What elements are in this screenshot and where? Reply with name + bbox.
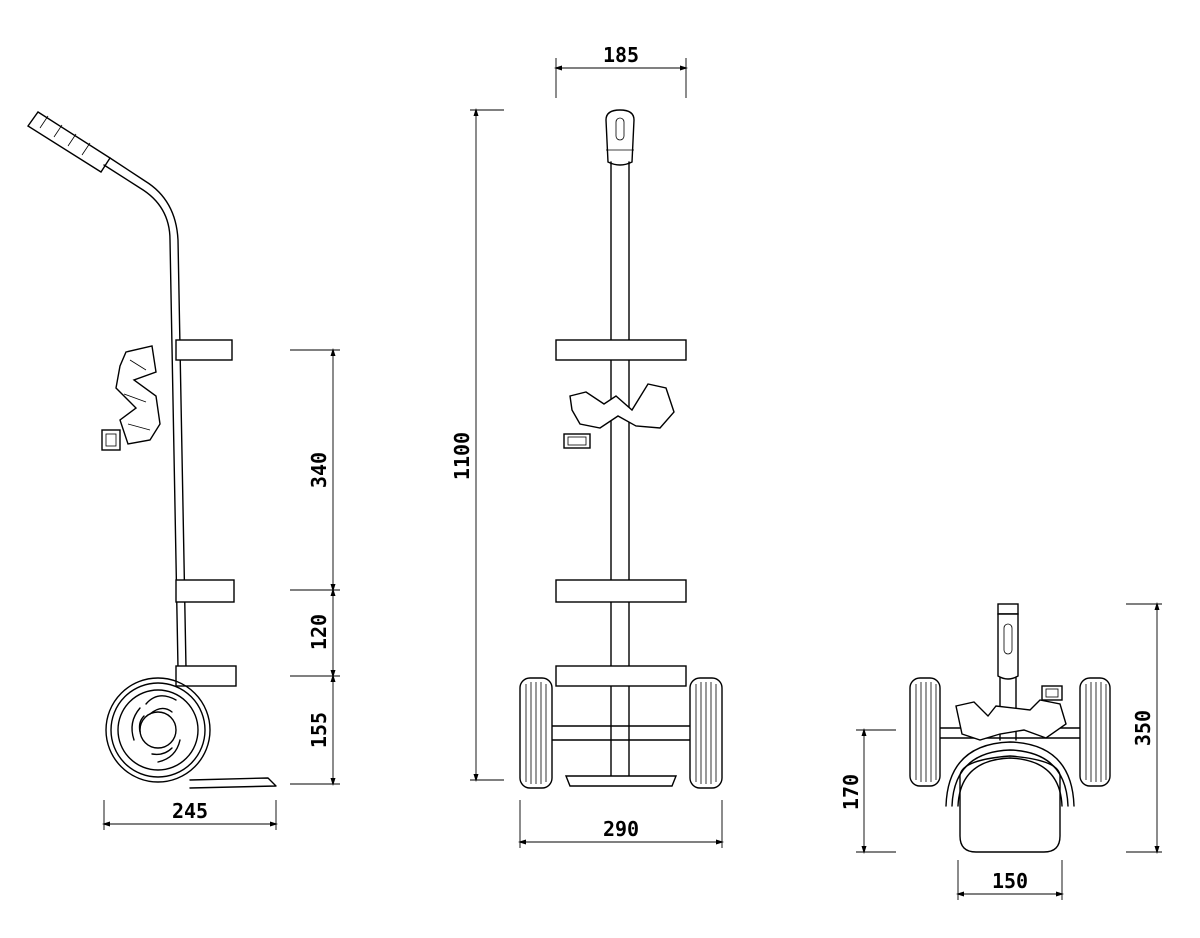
side-dim-340: 340 xyxy=(307,452,331,488)
side-middle-bracket xyxy=(175,579,235,603)
front-toe-plate xyxy=(564,775,678,787)
side-frame-tube xyxy=(103,157,187,669)
front-dimensions xyxy=(470,58,724,848)
top-left-wheel xyxy=(909,677,941,787)
side-toe-plate xyxy=(189,777,277,789)
side-view: 340 120 155 245 xyxy=(26,111,340,830)
top-dimensions xyxy=(856,602,1162,900)
side-lower-bracket xyxy=(175,665,237,687)
front-upper-bracket xyxy=(555,339,687,361)
top-view: 170 350 150 xyxy=(839,602,1162,900)
side-dim-155: 155 xyxy=(307,712,331,748)
side-dim-245: 245 xyxy=(172,799,208,823)
front-dim-185: 185 xyxy=(603,43,639,67)
top-toe-plate xyxy=(959,755,1061,853)
top-cradle xyxy=(945,741,1075,807)
side-dim-120: 120 xyxy=(307,614,331,650)
top-right-wheel xyxy=(1079,677,1111,787)
top-dim-170: 170 xyxy=(839,774,863,810)
front-right-wheel xyxy=(689,677,723,789)
front-dim-1100: 1100 xyxy=(450,432,474,480)
side-strap xyxy=(101,345,161,451)
front-view: 185 1100 290 xyxy=(450,43,724,848)
top-handle-grip xyxy=(997,603,1019,680)
side-upper-bracket xyxy=(175,339,233,361)
top-dim-150: 150 xyxy=(992,869,1028,893)
side-dimensions xyxy=(102,348,340,830)
front-strap xyxy=(563,383,675,449)
side-handle-grip xyxy=(26,111,111,173)
front-lower-bracket xyxy=(555,665,687,687)
front-handle-grip xyxy=(605,109,635,166)
front-dim-290: 290 xyxy=(603,817,639,841)
top-strap xyxy=(955,685,1067,741)
front-left-wheel xyxy=(519,677,553,789)
top-dim-350: 350 xyxy=(1131,710,1155,746)
side-wheel xyxy=(105,677,211,783)
front-middle-bracket xyxy=(555,579,687,603)
